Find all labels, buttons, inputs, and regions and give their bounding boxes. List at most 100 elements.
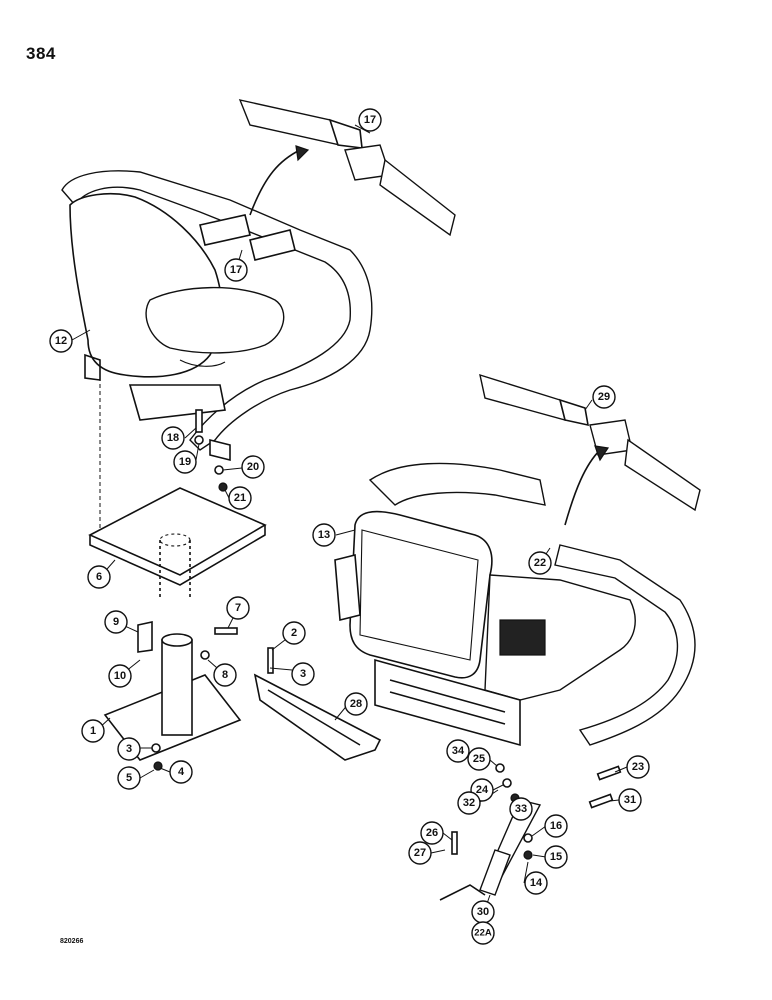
callouts: 17 17 12 18 19 20 21 29 13 22 6 7 2 9 8 … [49, 108, 650, 945]
figure-code: 820266 [60, 938, 84, 945]
suspension-seat-assembly [334, 462, 696, 809]
svg-text:21: 21 [234, 492, 246, 504]
belt-detail-17 [238, 99, 456, 237]
svg-text:28: 28 [350, 698, 362, 710]
callout-22: 22 [528, 551, 552, 575]
fore-aft-slide [334, 553, 361, 622]
callout-14: 14 [524, 871, 548, 895]
seat-post [161, 639, 193, 736]
svg-text:15: 15 [550, 851, 562, 863]
callout-19: 19 [173, 450, 197, 474]
seat-belt-strap-left [61, 170, 373, 451]
washer-3b [151, 743, 161, 753]
svg-text:3: 3 [126, 743, 132, 755]
washer-16 [523, 833, 533, 843]
callout-26: 26 [420, 821, 444, 845]
rail-28 [253, 647, 382, 761]
svg-text:22A: 22A [474, 928, 492, 939]
svg-text:5: 5 [126, 772, 132, 784]
seat-back-frame [349, 510, 493, 679]
svg-text:25: 25 [473, 753, 485, 765]
svg-text:23: 23 [632, 761, 644, 773]
callout-33: 33 [509, 797, 533, 821]
belt-detail-29 [479, 373, 701, 526]
bolt-7 [214, 627, 238, 635]
callout-6: 6 [87, 565, 111, 589]
seat-plate-6 [88, 370, 267, 600]
svg-text:3: 3 [300, 668, 306, 680]
callout-4: 4 [169, 760, 193, 784]
seat-cushion [145, 286, 285, 354]
svg-text:17: 17 [364, 114, 376, 126]
svg-text:13: 13 [318, 529, 330, 541]
callout-27: 27 [408, 841, 432, 865]
callout-23: 23 [626, 755, 650, 779]
bolt-23 [596, 765, 622, 781]
callout-2: 2 [282, 621, 306, 645]
bolt-18 [195, 409, 203, 433]
callout-18: 18 [161, 426, 185, 450]
callout-28: 28 [344, 692, 368, 716]
washer-8 [200, 650, 210, 660]
svg-text:9: 9 [113, 616, 119, 628]
bolt-26 [451, 831, 458, 855]
callout-9: 9 [104, 610, 128, 634]
svg-text:14: 14 [530, 877, 543, 889]
nut-15 [523, 850, 533, 860]
svg-text:31: 31 [624, 794, 636, 806]
callout-3b: 3 [117, 737, 141, 761]
svg-text:7: 7 [235, 602, 241, 614]
svg-text:4: 4 [178, 766, 185, 778]
svg-text:16: 16 [550, 820, 562, 832]
callout-5: 5 [117, 766, 141, 790]
svg-text:10: 10 [114, 670, 126, 682]
callout-20: 20 [241, 455, 265, 479]
callout-32: 32 [457, 791, 481, 815]
callout-34: 34 [446, 739, 470, 763]
washer-19 [194, 435, 204, 445]
washer-20 [214, 465, 224, 475]
svg-text:12: 12 [55, 335, 67, 347]
washer-25 [495, 763, 505, 773]
seat-belt-strap-right [368, 462, 546, 506]
buckle-belt-30 [439, 799, 542, 901]
svg-text:29: 29 [598, 391, 610, 403]
callout-7: 7 [226, 596, 250, 620]
seat-cushion-right [484, 574, 636, 701]
callout-22a: 22A [471, 921, 495, 945]
svg-text:1: 1 [90, 725, 96, 737]
callout-12: 12 [49, 329, 73, 353]
callout-3a: 3 [291, 662, 315, 686]
suspension-base [374, 658, 521, 747]
svg-text:30: 30 [477, 906, 489, 918]
svg-text:22: 22 [534, 557, 546, 569]
svg-text:19: 19 [179, 456, 191, 468]
callout-8: 8 [213, 663, 237, 687]
bolt-31 [588, 793, 614, 809]
svg-text:2: 2 [291, 627, 297, 639]
nut-21 [218, 482, 228, 492]
svg-text:17: 17 [230, 264, 242, 276]
bucket-seat-assembly [61, 170, 373, 492]
callout-13: 13 [312, 523, 336, 547]
callout-31: 31 [618, 788, 642, 812]
svg-text:20: 20 [247, 461, 259, 473]
callout-1: 1 [81, 719, 105, 743]
callout-25: 25 [467, 747, 491, 771]
callout-17a: 17 [358, 108, 382, 132]
svg-text:33: 33 [515, 803, 527, 815]
callout-17b: 17 [224, 258, 248, 282]
svg-text:34: 34 [452, 745, 465, 757]
svg-text:6: 6 [96, 571, 102, 583]
seat-base-bracket [128, 384, 226, 421]
svg-text:18: 18 [167, 432, 179, 444]
svg-text:27: 27 [414, 847, 426, 859]
callout-15: 15 [544, 845, 568, 869]
callout-29: 29 [592, 385, 616, 409]
svg-text:24: 24 [476, 784, 489, 796]
svg-text:32: 32 [463, 797, 475, 809]
callout-16: 16 [544, 814, 568, 838]
page-number: 384 [26, 44, 56, 63]
washer-24 [502, 778, 512, 788]
callout-10: 10 [108, 664, 132, 688]
